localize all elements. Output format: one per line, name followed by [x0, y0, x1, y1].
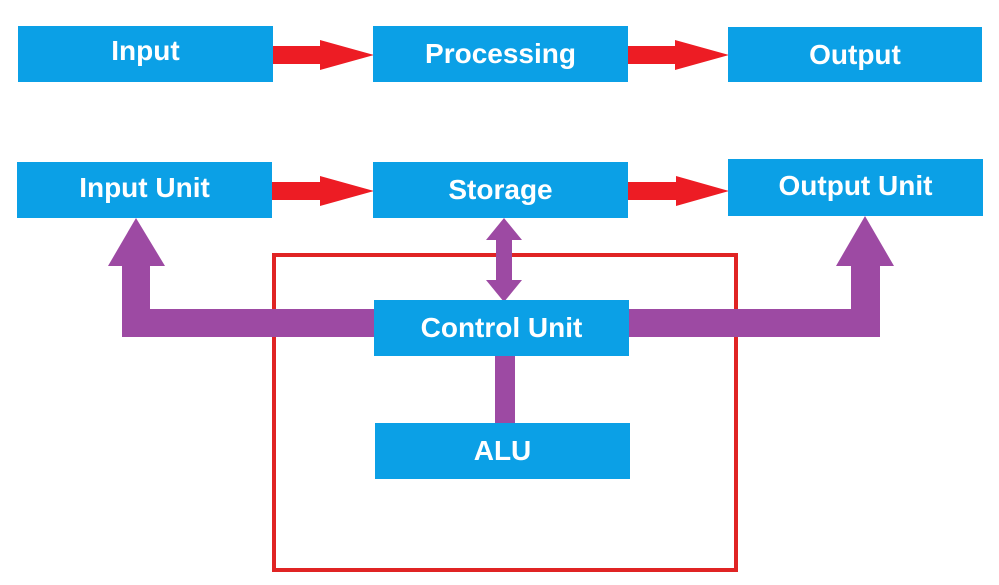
- arrowhead-up-storage: [486, 218, 522, 240]
- alu-box-shape: [375, 423, 630, 479]
- processing-label: Processing: [425, 38, 576, 69]
- control-bus-right: [626, 309, 880, 337]
- input-box: Input: [18, 26, 273, 82]
- diagram-boxes: [17, 26, 983, 479]
- storage-label: Storage: [448, 174, 553, 205]
- data-flow-arrows: [272, 40, 729, 206]
- output-box-shape: [728, 27, 982, 82]
- output-label: Output: [809, 38, 901, 70]
- control-riser-right: [851, 262, 880, 337]
- storage-control-shaft: [496, 236, 512, 286]
- output-unit-box-shape: [728, 159, 983, 216]
- arrowhead-down-control: [486, 280, 522, 302]
- arrowhead-up-output-unit: [836, 216, 894, 266]
- control-flow-connectors: [108, 216, 894, 426]
- input-box-shape: [18, 26, 273, 82]
- alu-box: ALU: [375, 423, 630, 479]
- control-alu-link: [495, 354, 515, 426]
- control-unit-label: Control Unit: [420, 312, 583, 343]
- alu-label: ALU: [473, 435, 532, 466]
- arrow-processing-to-output: [628, 40, 729, 70]
- storage-box: Storage: [373, 162, 628, 218]
- arrowhead-up-input-unit: [108, 218, 165, 266]
- control-unit-box: Control Unit: [374, 300, 629, 356]
- control-riser-left: [122, 262, 150, 337]
- processing-box-shape: [373, 26, 628, 82]
- input-unit-box: Input Unit: [17, 162, 272, 218]
- control-unit-box-shape: [374, 300, 629, 356]
- input-label: Input: [111, 35, 180, 66]
- output-unit-label: Output Unit: [778, 169, 933, 201]
- arrow-input-to-processing: [273, 40, 374, 70]
- output-unit-box: Output Unit: [728, 159, 983, 216]
- output-box: Output: [728, 27, 982, 82]
- input-unit-label: Input Unit: [79, 172, 210, 203]
- processing-box: Processing: [373, 26, 628, 82]
- control-bus-left: [122, 309, 378, 337]
- input-unit-box-shape: [17, 162, 272, 218]
- storage-box-shape: [373, 162, 628, 218]
- arrow-input-unit-to-storage: [272, 176, 374, 206]
- arrow-storage-to-output-unit: [628, 176, 729, 206]
